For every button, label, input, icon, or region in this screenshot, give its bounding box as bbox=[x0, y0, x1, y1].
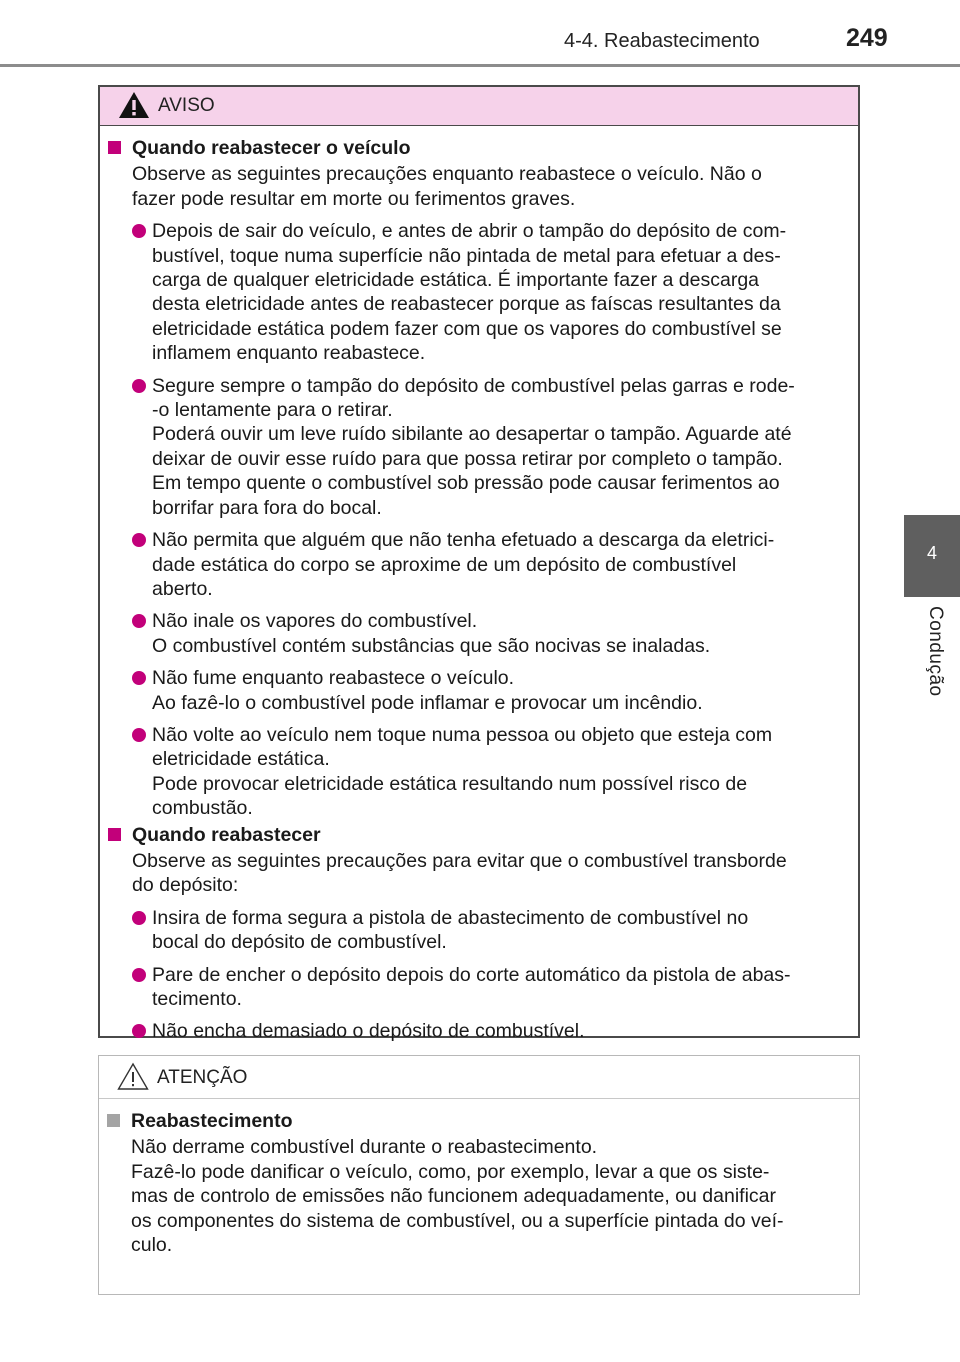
section-intro: Observe as seguintes precauções para evi… bbox=[108, 849, 850, 898]
text-line: inflamem enquanto reabastece. bbox=[152, 342, 426, 365]
text-line: Poderá ouvir um leve ruído sibilante ao … bbox=[152, 423, 792, 446]
round-bullet-icon bbox=[132, 533, 146, 548]
section-title: 4-4. Reabastecimento bbox=[564, 30, 760, 52]
text-line: Não inale os vapores do combustível. bbox=[152, 610, 478, 633]
text-line: do depósito: bbox=[132, 874, 239, 897]
section-intro: Observe as seguintes precauções enquanto… bbox=[108, 162, 850, 211]
round-bullet-icon bbox=[132, 671, 146, 686]
text-line: O combustível contém substâncias que são… bbox=[152, 634, 711, 657]
bullet-item: Não inale os vapores do combustível.O co… bbox=[108, 609, 850, 658]
header-divider bbox=[0, 64, 960, 67]
section-heading: Reabastecimento bbox=[107, 1109, 851, 1133]
section-heading-text: Quando reabastecer bbox=[132, 823, 321, 846]
square-bullet-icon bbox=[108, 141, 121, 154]
bullet-item: Não permita que alguém que não tenha efe… bbox=[108, 528, 850, 601]
round-bullet-icon bbox=[132, 910, 146, 925]
round-bullet-icon bbox=[132, 727, 146, 742]
text-line: -o lentamente para o retirar. bbox=[152, 399, 393, 422]
text-line: desta eletricidade antes de reabastecer … bbox=[152, 293, 781, 316]
chapter-label: Condução bbox=[925, 606, 946, 697]
text-line: Pode provocar eletricidade estática resu… bbox=[152, 772, 748, 795]
text-line: tecimento. bbox=[152, 988, 242, 1010]
bullet-item: Insira de forma segura a pistola de abas… bbox=[108, 906, 850, 955]
text-line: carga de qualquer eletricidade estática.… bbox=[152, 269, 760, 292]
text-line: Ao fazê-lo o combustível pode inflamar e… bbox=[152, 691, 703, 714]
round-bullet-icon bbox=[132, 614, 146, 629]
text-line: Não fume enquanto reabastece o veículo. bbox=[152, 667, 515, 690]
bullet-item: Não volte ao veículo nem toque numa pess… bbox=[108, 723, 850, 821]
text-line: eletricidade estática podem fazer com qu… bbox=[152, 317, 782, 340]
text-line: Não derrame combustível durante o reabas… bbox=[131, 1136, 598, 1159]
chapter-number: 4 bbox=[926, 543, 937, 563]
text-line: Observe as seguintes precauções para evi… bbox=[132, 849, 787, 872]
text-line: culo. bbox=[131, 1234, 173, 1257]
section-heading-text: Reabastecimento bbox=[131, 1110, 293, 1132]
caution-triangle-icon bbox=[117, 1062, 149, 1090]
page-number: 249 bbox=[846, 24, 888, 52]
bullet-item: Segure sempre o tampão do depósito de co… bbox=[108, 374, 850, 520]
round-bullet-icon bbox=[132, 1024, 146, 1039]
round-bullet-icon bbox=[132, 224, 146, 239]
text-line: Segure sempre o tampão do depósito de co… bbox=[152, 374, 795, 397]
bullet-item: Depois de sair do veículo, e antes de ab… bbox=[108, 219, 850, 365]
text-line: bocal do depósito de combustível. bbox=[152, 931, 447, 954]
bullet-item: Pare de encher o depósito depois do cort… bbox=[108, 963, 850, 1012]
text-line: mas de controlo de emissões não funcione… bbox=[131, 1185, 776, 1208]
section-intro: Não derrame combustível durante o reabas… bbox=[107, 1135, 851, 1257]
text-line: Depois de sair do veículo, e antes de ab… bbox=[152, 220, 787, 243]
square-bullet-icon bbox=[107, 1114, 120, 1127]
text-line: os componentes do sistema de combustível… bbox=[131, 1209, 784, 1232]
text-line: combustão. bbox=[152, 797, 253, 820]
bullet-item: Não fume enquanto reabastece o veículo.A… bbox=[108, 666, 850, 715]
section-heading-text: Quando reabastecer o veículo bbox=[132, 137, 411, 159]
caution-header: ATENÇÃO bbox=[99, 1056, 859, 1099]
warning-title: AVISO bbox=[158, 95, 215, 116]
square-bullet-icon bbox=[108, 827, 121, 841]
text-line: Fazê-lo pode danificar o veículo, como, … bbox=[131, 1160, 770, 1183]
section-heading: Quando reabastecer bbox=[108, 823, 850, 847]
text-line: Insira de forma segura a pistola de abas… bbox=[152, 906, 749, 929]
text-line: fazer pode resultar em morte ou feriment… bbox=[132, 187, 576, 210]
text-line: Pare de encher o depósito depois do cort… bbox=[152, 963, 791, 986]
text-line: Não volte ao veículo nem toque numa pess… bbox=[152, 723, 773, 746]
text-line: Não encha demasiado o depósito de combus… bbox=[152, 1020, 585, 1043]
warning-triangle-icon bbox=[119, 92, 149, 118]
bullet-item: Não encha demasiado o depósito de combus… bbox=[108, 1019, 850, 1043]
caution-title: ATENÇÃO bbox=[157, 1067, 248, 1088]
text-line: Em tempo quente o combustível sob pressã… bbox=[152, 472, 780, 495]
text-line: deixar de ouvir esse ruído para que poss… bbox=[152, 447, 783, 470]
text-line: borrifar para fora do bocal. bbox=[152, 496, 382, 519]
text-line: aberto. bbox=[152, 577, 213, 600]
warning-header: AVISO bbox=[100, 87, 858, 126]
text-line: eletricidade estática. bbox=[152, 748, 330, 771]
round-bullet-icon bbox=[132, 378, 146, 393]
text-line: dade estática do corpo se aproxime de um… bbox=[152, 553, 737, 576]
round-bullet-icon bbox=[132, 967, 146, 982]
text-line: Observe as seguintes precauções enquanto… bbox=[132, 163, 762, 186]
text-line: Não permita que alguém que não tenha efe… bbox=[152, 529, 775, 552]
section-heading: Quando reabastecer o veículo bbox=[108, 136, 850, 160]
text-line: bustível, toque numa superfície não pint… bbox=[152, 244, 781, 267]
chapter-tab: 4 bbox=[904, 515, 960, 597]
